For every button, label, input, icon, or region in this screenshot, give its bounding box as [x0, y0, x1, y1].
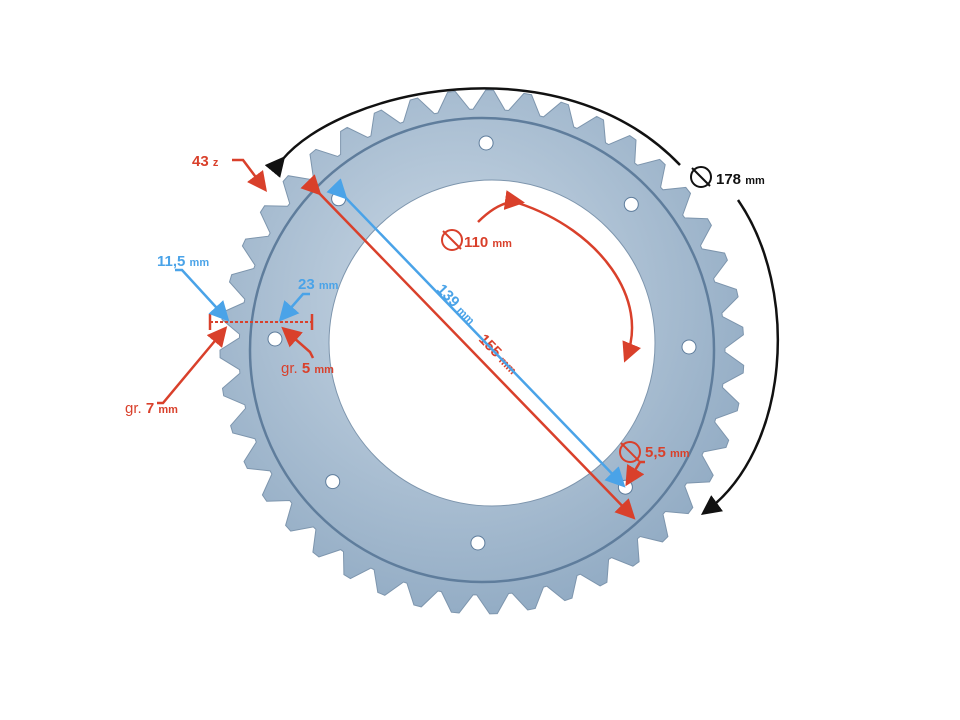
- bolt-hole: [478, 135, 494, 151]
- bolt-hole: [325, 474, 341, 490]
- sprocket-groove: [248, 116, 716, 584]
- bolt-hole: [267, 331, 283, 347]
- rim-dimensions: 11,5 mm 23 mm gr. 5 mm gr. 7 mm: [125, 253, 339, 417]
- svg-text:gr. 7 mm: gr. 7 mm: [125, 400, 178, 417]
- svg-text:110 mm: 110 mm: [464, 234, 512, 251]
- svg-text:139 mm: 139 mm: [433, 281, 479, 328]
- svg-text:5,5 mm: 5,5 mm: [645, 444, 690, 461]
- bolt-hole: [681, 339, 697, 355]
- bolt-hole: [331, 191, 347, 207]
- svg-text:23 mm: 23 mm: [298, 276, 339, 293]
- bolt-hole-diameter-label: 5,5 mm: [619, 441, 690, 487]
- svg-text:11,5 mm: 11,5 mm: [157, 253, 209, 270]
- bolt-hole: [623, 196, 639, 212]
- outer-diameter-label: 178 mm: [264, 87, 779, 515]
- sprocket-body: [219, 89, 745, 615]
- arrow: [232, 158, 267, 192]
- inner-diameter-label: 110 mm: [441, 190, 641, 363]
- bolt-hole: [470, 535, 486, 551]
- teeth-count-label: 43 z: [192, 153, 267, 192]
- svg-text:43 z: 43 z: [192, 153, 219, 170]
- svg-text:178 mm: 178 mm: [716, 171, 765, 188]
- svg-text:gr. 5 mm: gr. 5 mm: [281, 360, 334, 377]
